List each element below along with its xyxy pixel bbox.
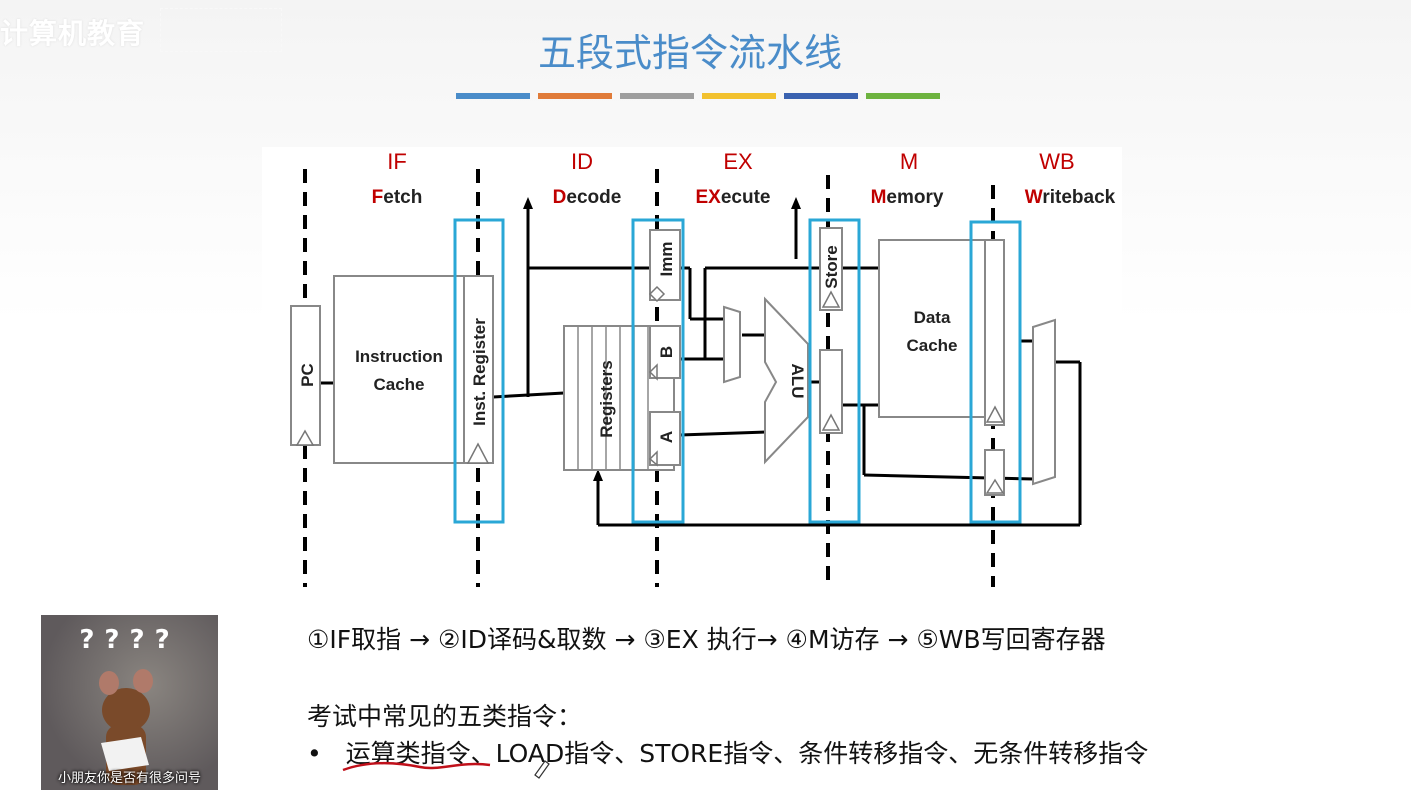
- pipeline-register-highlights: [453, 218, 1022, 524]
- title-color-bar: [866, 93, 940, 99]
- ir-label: Inst. Register: [470, 318, 489, 426]
- title-color-bar: [538, 93, 612, 99]
- stage-abbr-wb: WB: [1039, 149, 1074, 174]
- brand-watermark: 计算机教育: [0, 17, 146, 50]
- pipeline-svg: IF ID EX M WB Fetch Decode EXecute Memor…: [290, 149, 1116, 587]
- store-label: Store: [822, 245, 841, 288]
- pipeline-steps: ①IF取指 → ②ID译码&取数 → ③EX 执行→ ④M访存 → ⑤WB写回寄…: [307, 625, 1106, 654]
- slide-title: 五段式指令流水线: [537, 31, 842, 75]
- b-label: B: [657, 346, 676, 358]
- question-marks: ????: [79, 625, 180, 655]
- stage-name-fetch: Fetch: [372, 187, 423, 208]
- pen-annotation: [342, 760, 550, 779]
- title-color-bar: [784, 93, 858, 99]
- icache-label-1: Instruction: [355, 347, 443, 366]
- highlight-ex-m: [808, 218, 861, 524]
- pipeline-diagram: IF ID EX M WB Fetch Decode EXecute Memor…: [262, 147, 1122, 587]
- wb-register-lower: [984, 449, 1005, 496]
- mouse-figure: [99, 669, 153, 785]
- data-cache: [878, 239, 986, 418]
- alu-label: ALU: [788, 364, 807, 399]
- a-label: A: [657, 431, 676, 443]
- imm-label: Imm: [657, 242, 676, 277]
- highlight-id-ex: [631, 218, 685, 524]
- stage-abbr-ex: EX: [723, 149, 753, 174]
- stage-name-writeback: Writeback: [1025, 187, 1116, 208]
- registers-label: Registers: [597, 360, 616, 437]
- title-color-bar: [456, 93, 530, 99]
- title-color-bar: [620, 93, 694, 99]
- stage-abbr-id: ID: [571, 149, 593, 174]
- stage-abbr-m: M: [900, 149, 918, 174]
- meme-caption: 小朋友你是否有很多问号: [57, 771, 201, 786]
- dcache-label-1: Data: [914, 308, 951, 327]
- highlight-m-wb: [969, 220, 1022, 524]
- pc-register: [290, 305, 321, 446]
- operand-mux: [723, 305, 741, 384]
- brand-logo: [160, 8, 282, 52]
- a-register: [649, 411, 681, 466]
- stage-name-memory: Memory: [871, 187, 944, 208]
- clock-triangles: [295, 285, 1005, 494]
- stage-name-execute: EXecute: [696, 187, 771, 208]
- pc-label: PC: [298, 363, 317, 387]
- wb-register-upper: [984, 239, 1005, 426]
- stage-abbr-if: IF: [387, 149, 407, 174]
- title-color-bar: [702, 93, 776, 99]
- instruction-register: [463, 275, 494, 464]
- dcache-label-2: Cache: [906, 336, 957, 355]
- meme-image: ???? 小朋友你是否有很多问号: [41, 615, 218, 790]
- stage-name-decode: Decode: [553, 187, 622, 208]
- highlight-if-id: [453, 218, 505, 524]
- icache-label-2: Cache: [373, 375, 424, 394]
- instruction-cache: [333, 275, 465, 464]
- store-register: [819, 227, 843, 311]
- red-underline-annotation: [342, 762, 491, 772]
- writeback-mux: [1032, 318, 1056, 486]
- alu-output-register: [819, 349, 843, 434]
- bullet: •: [307, 739, 322, 768]
- alu: [764, 296, 809, 465]
- pen-cursor-icon: [534, 760, 550, 779]
- instruction-types-heading: 考试中常见的五类指令：: [307, 702, 583, 731]
